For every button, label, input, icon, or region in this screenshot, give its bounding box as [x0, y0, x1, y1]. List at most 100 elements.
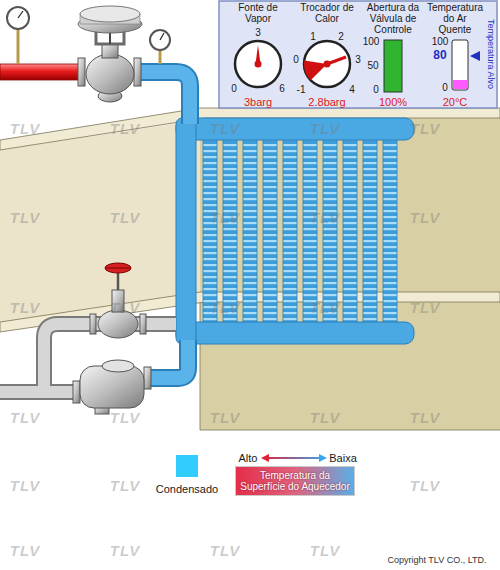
scale-tick: 50	[367, 61, 378, 71]
bypass-valve	[90, 263, 146, 338]
scale-end-label: Baixa	[329, 453, 357, 464]
steam-trap	[80, 366, 144, 408]
monitor-panel	[219, 1, 497, 108]
steam-pipe	[0, 64, 82, 80]
steam-pipe	[140, 72, 190, 124]
watermark: TLV	[310, 410, 341, 425]
heat-exchanger	[176, 322, 414, 344]
watermark: TLV	[10, 410, 41, 425]
temperature-arrow	[261, 454, 327, 462]
pressure-gauge	[17, 29, 20, 64]
scale-tick: 100	[432, 37, 449, 47]
heat-exchanger	[263, 136, 277, 326]
watermark: TLV	[410, 300, 441, 315]
watermark: TLV	[210, 543, 241, 558]
pressure-gauge	[7, 7, 29, 29]
scale-tick: 80	[433, 49, 446, 61]
watermark: TLV	[110, 210, 141, 225]
monitor-panel	[235, 41, 281, 87]
steam-trap	[73, 360, 151, 414]
steam-pipe	[140, 72, 190, 124]
condensate-pipe	[0, 384, 76, 400]
duct-wall	[200, 430, 500, 431]
watermark: TLV	[10, 478, 41, 493]
watermark: TLV	[410, 410, 441, 425]
monitor-panel	[453, 80, 467, 89]
monitor-panel	[470, 51, 480, 61]
scale-tick: 100	[363, 37, 380, 47]
watermark: TLV	[210, 410, 241, 425]
watermark: TLV	[410, 121, 441, 136]
heat-exchanger	[203, 136, 217, 326]
steam-trap	[102, 360, 134, 372]
monitor-panel	[304, 60, 327, 80]
condensate-pipe	[148, 340, 188, 378]
scale-tick: 1	[310, 32, 316, 42]
bypass-valve	[106, 268, 130, 269]
monitor-panel	[219, 1, 497, 108]
watermark: TLV	[110, 543, 141, 558]
control-valve	[86, 54, 134, 94]
scale-tick: 6	[279, 84, 285, 94]
watermark: TLV	[310, 121, 341, 136]
duct-wall	[200, 116, 500, 430]
scale-tick: 3	[255, 28, 261, 38]
heat-exchanger	[223, 136, 237, 326]
pressure-gauge	[150, 30, 170, 50]
heat-exchanger	[303, 136, 317, 326]
instrument-readout: Abertura da Válvula de Controle 100%	[361, 2, 425, 108]
scale-tick: 0	[373, 85, 379, 95]
steam-trap	[73, 381, 80, 403]
monitor-panel	[255, 61, 262, 68]
reading-value: 2.8barg	[295, 96, 359, 108]
watermark: TLV	[310, 300, 341, 315]
condensate-pipe	[148, 340, 188, 378]
pressure-gauge	[160, 33, 164, 40]
control-valve	[134, 58, 141, 86]
scale-tick: 0	[231, 84, 237, 94]
watermark: TLV	[110, 410, 141, 425]
legend-bar-text: Temperatura da Superfície do Aquecedor	[236, 467, 354, 495]
watermark: TLV	[310, 210, 341, 225]
heat-exchanger	[383, 136, 397, 326]
scale-tick: -1	[297, 85, 306, 95]
pressure-gauge	[7, 7, 170, 64]
watermark: TLV	[10, 210, 41, 225]
monitor-panel	[324, 61, 331, 68]
heat-exchanger	[243, 136, 257, 326]
scale-tick: 0	[293, 55, 299, 65]
watermark: TLV	[210, 300, 241, 315]
monitor-panel	[304, 41, 350, 87]
heat-exchanger	[343, 136, 357, 326]
legend-entry: Condensado	[147, 455, 227, 496]
bypass-valve	[140, 314, 146, 334]
watermark: TLV	[110, 478, 141, 493]
heat-exchanger	[176, 118, 414, 140]
monitor-panel	[452, 40, 468, 90]
scale-end-label: Alto	[239, 453, 258, 464]
duct-wall	[0, 108, 500, 430]
control-valve	[80, 6, 140, 22]
instrument-title: Temperatura do Ar Quente	[426, 2, 484, 35]
scale-tick: 0	[442, 83, 448, 93]
scale-tick: 3	[355, 55, 361, 65]
watermark: TLV	[110, 121, 141, 136]
reading-value: 100%	[361, 96, 425, 108]
control-valve	[78, 58, 85, 86]
duct-wall	[200, 302, 201, 430]
instrument-title: Abertura da Válvula de Controle	[361, 2, 425, 35]
watermark: TLV	[210, 121, 241, 136]
instrument-title: Trocador de Calor	[295, 2, 359, 24]
reading-value: 3barg	[226, 96, 290, 108]
steam-trap	[144, 367, 151, 389]
temperature-arrow	[266, 457, 322, 459]
temperature-arrow	[261, 454, 269, 462]
control-valve	[78, 6, 142, 102]
reading-value: 20°C	[426, 96, 484, 108]
watermark: TLV	[310, 543, 341, 558]
watermark: TLV	[110, 300, 141, 315]
legend-text: Condensado	[147, 483, 227, 496]
watermark: TLV	[10, 543, 41, 558]
watermark: TLV	[10, 300, 41, 315]
